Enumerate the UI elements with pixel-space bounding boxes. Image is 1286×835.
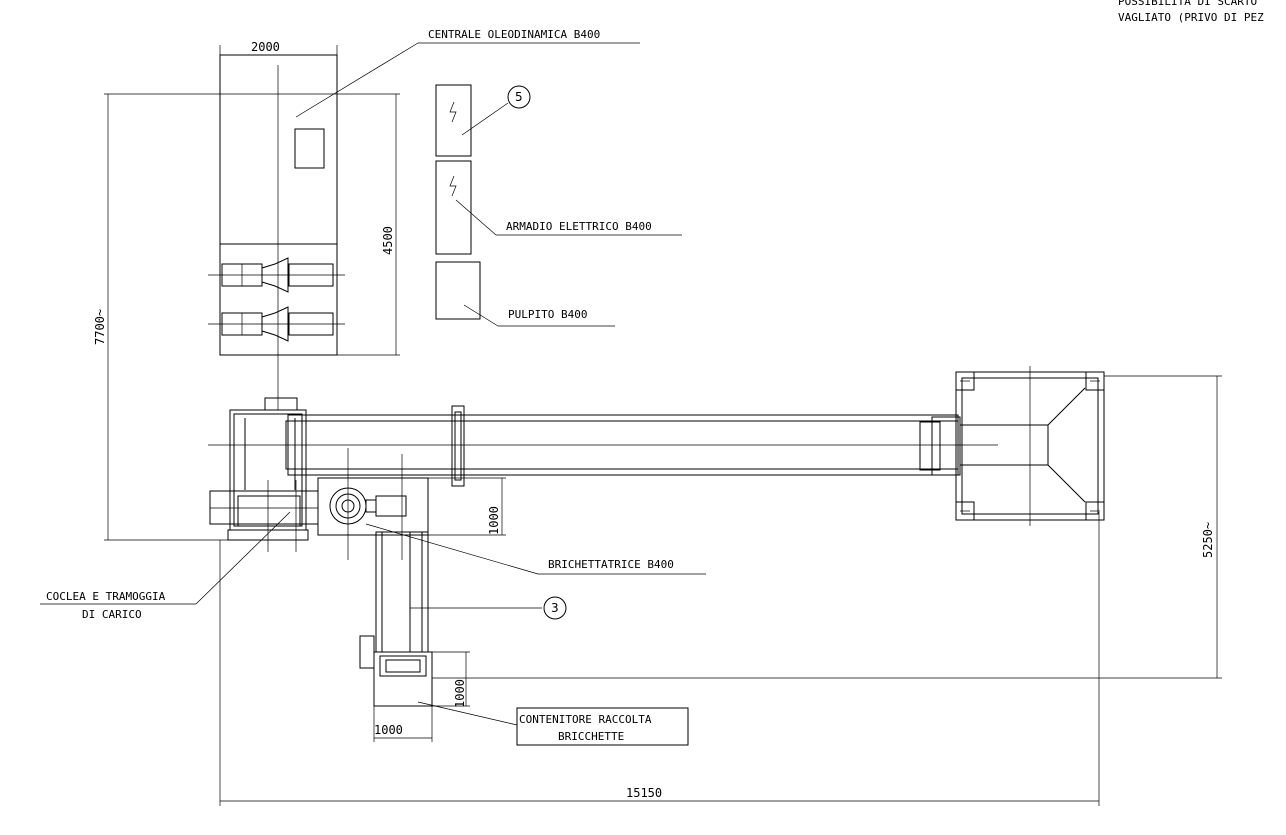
callout-3-text: 3 xyxy=(551,601,559,615)
label-brichettatrice-text: BRICHETTATRICE B400 xyxy=(548,558,674,571)
dim-label-1000-press: 1000 xyxy=(487,506,501,535)
dim-4500: 4500 xyxy=(337,93,400,356)
dim-1000-bin-width: 1000 xyxy=(373,706,433,742)
discharge-frame xyxy=(955,366,1105,526)
callout-5-text: 5 xyxy=(515,90,523,104)
label-coclea-line1: COCLEA E TRAMOGGIA xyxy=(46,590,166,603)
label-brichettatrice: BRICHETTATRICE B400 xyxy=(365,523,706,575)
discharge-conveyor xyxy=(359,531,542,669)
label-pulpito-text: PULPITO B400 xyxy=(508,308,587,321)
dim-label-1000-bin-width: 1000 xyxy=(374,723,403,737)
collection-bin xyxy=(373,651,433,707)
header-note-line2: VAGLIATO (PRIVO DI PEZ xyxy=(1118,11,1264,24)
dim-label-7700: 7700~ xyxy=(93,309,107,345)
dim-7700: 7700~ xyxy=(93,93,337,541)
dim-1000-bin-height: 1000 xyxy=(432,651,470,708)
label-coclea-line2: DI CARICO xyxy=(82,608,142,621)
dim-label-5250: 5250~ xyxy=(1201,522,1215,558)
label-centrale: CENTRALE OLEODINAMICA B400 xyxy=(295,28,640,118)
main-conveyor xyxy=(208,405,998,487)
label-contenitore-line1: CONTENITORE RACCOLTA xyxy=(519,713,652,726)
label-coclea: COCLEA E TRAMOGGIA DI CARICO xyxy=(40,511,291,621)
dim-label-4500: 4500 xyxy=(381,226,395,255)
dim-1000-press: 1000 xyxy=(428,477,506,536)
dim-2000: 2000 xyxy=(219,40,338,60)
dim-15150: 15150 xyxy=(219,512,1100,806)
feed-hopper xyxy=(209,397,319,552)
dim-label-1000-bin: 1000 xyxy=(453,679,467,708)
control-desk: PULPITO B400 xyxy=(435,261,615,327)
label-contenitore-line2: BRICCHETTE xyxy=(558,730,624,743)
dim-label-2000: 2000 xyxy=(251,40,280,54)
dim-5250: 5250~ xyxy=(432,375,1222,679)
callout-3: 3 xyxy=(543,596,567,620)
header-note-line1: POSSIBILITÀ DI SCARTO xyxy=(1118,0,1257,8)
label-armadio-text: ARMADIO ELETTRICO B400 xyxy=(506,220,652,233)
electrical-cabinets: ARMADIO ELETTRICO B400 xyxy=(435,84,682,255)
label-centrale-text: CENTRALE OLEODINAMICA B400 xyxy=(428,28,600,41)
hydraulic-unit xyxy=(208,54,345,410)
label-contenitore: CONTENITORE RACCOLTA BRICCHETTE xyxy=(417,701,689,746)
dim-label-15150: 15150 xyxy=(626,786,662,800)
briquetting-press xyxy=(317,448,429,560)
callout-5: 5 xyxy=(507,85,531,109)
